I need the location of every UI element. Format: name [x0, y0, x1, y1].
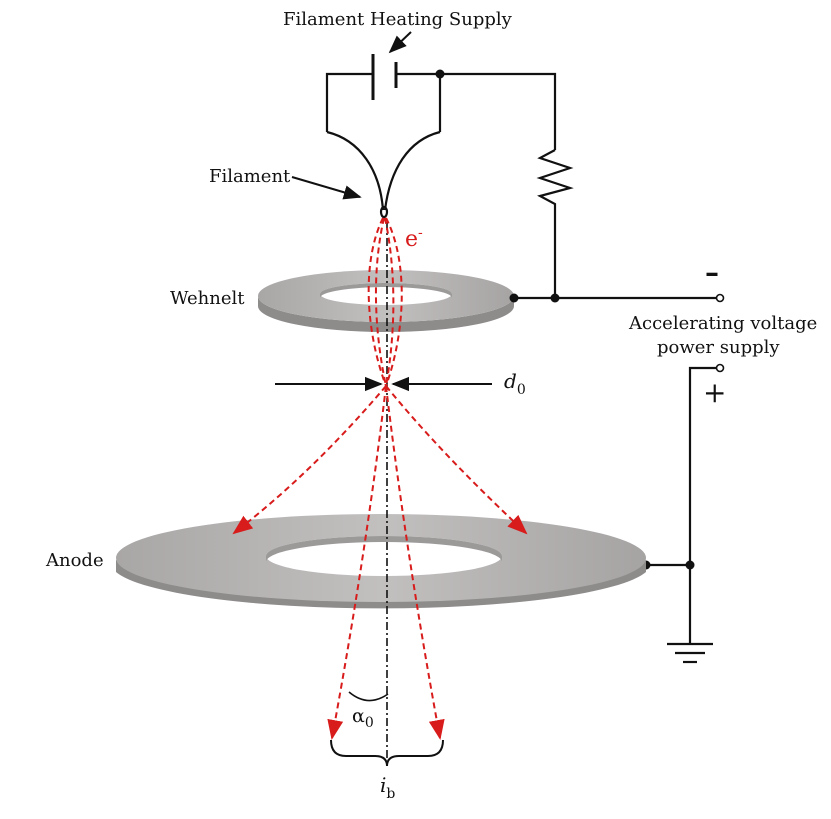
circuit-wire-right — [396, 72, 557, 150]
beam-center-left — [327, 385, 387, 740]
alpha-arc — [348, 691, 389, 702]
wehnelt-hole — [320, 283, 452, 305]
wehnelt-hole-wall — [320, 283, 452, 298]
d0-main: d — [504, 369, 517, 393]
filament-circuit — [325, 54, 574, 298]
anode-wire — [688, 366, 718, 644]
anode-disk — [116, 514, 646, 609]
beam-inner-right — [384, 217, 395, 387]
circuit-wire-left — [325, 72, 373, 132]
beam-diverge-left — [232, 385, 387, 535]
minus-sign: – — [705, 256, 719, 289]
alpha-label: α0 — [352, 705, 374, 731]
beam-diverge-right — [385, 385, 528, 535]
filament-pointer-arrow — [291, 176, 362, 200]
electron-label: e- — [405, 225, 423, 252]
plus-terminal — [715, 363, 725, 373]
junction-dot-2 — [550, 293, 560, 303]
wehnelt-label: Wehnelt — [170, 288, 245, 309]
supply-pointer-arrow — [388, 31, 412, 54]
ib-label: ib — [380, 773, 395, 802]
alpha-main: α — [352, 705, 365, 727]
beam-outer-left — [367, 217, 387, 387]
wehnelt-disk — [258, 270, 514, 332]
filament-label: Filament — [209, 166, 291, 187]
beam-inner-left — [374, 217, 387, 387]
d0-sub: 0 — [517, 382, 526, 398]
resistor — [536, 149, 574, 298]
beam-outer-right — [385, 217, 403, 387]
anode-hole — [266, 536, 502, 576]
filament-wire — [326, 130, 441, 211]
anode-side — [116, 560, 646, 609]
accel-label-line2: power supply — [657, 337, 780, 358]
filament-tip — [379, 205, 389, 219]
ib-main: i — [380, 773, 386, 797]
anode-hole-wall — [266, 536, 502, 562]
wehnelt-side — [258, 296, 514, 332]
electron-beam — [232, 217, 528, 740]
accel-label-line1: Accelerating voltage — [628, 313, 817, 334]
wehnelt-contact-dot — [509, 293, 519, 303]
beam-center-right — [385, 385, 445, 740]
junction-dot — [435, 69, 445, 79]
electron-label-sup: - — [418, 225, 423, 241]
alpha-sub: 0 — [365, 715, 374, 731]
minus-terminal — [715, 293, 725, 303]
d0-label: d0 — [504, 369, 526, 398]
electron-label-main: e — [405, 227, 418, 252]
ib-sub: b — [386, 786, 395, 802]
anode-label: Anode — [45, 550, 104, 571]
plus-sign: + — [703, 376, 726, 409]
junction-dot-3 — [685, 560, 695, 570]
ib-brace — [330, 739, 444, 767]
filament-supply-label: Filament Heating Supply — [283, 9, 513, 30]
